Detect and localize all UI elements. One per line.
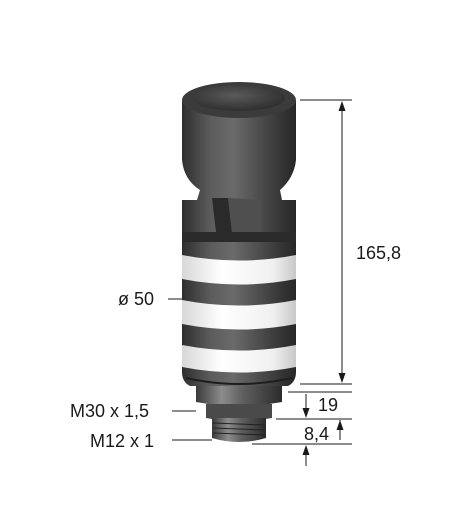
height-thread-label: 19 xyxy=(318,395,338,415)
thread-housing-label: M30 x 1,5 xyxy=(70,401,149,421)
head-slot-highlight xyxy=(228,198,262,232)
ring-2 xyxy=(182,300,296,330)
head-slot xyxy=(212,198,232,232)
top-cap-lens xyxy=(193,85,285,111)
height-connector-label: 8,4 xyxy=(304,424,329,444)
ring-3 xyxy=(182,345,296,373)
thread-housing xyxy=(196,386,282,406)
height-total-label: 165,8 xyxy=(356,243,401,263)
lower-body xyxy=(182,200,296,386)
signal-tower xyxy=(182,82,296,442)
base-groove xyxy=(185,377,293,385)
arrow-up-84 xyxy=(336,420,344,430)
arrow-down-total xyxy=(338,373,346,383)
arrow-up-84-lower xyxy=(302,445,310,455)
connector-threads xyxy=(212,422,266,436)
m12-connector xyxy=(212,418,266,442)
dimension-arrows xyxy=(302,101,346,455)
arrow-down-19 xyxy=(302,408,310,418)
neck-band xyxy=(182,232,296,242)
ring-1 xyxy=(182,255,296,285)
diameter-label: ø 50 xyxy=(118,289,154,309)
connector-nut xyxy=(206,404,272,421)
upper-head xyxy=(182,100,296,210)
arrow-up-total xyxy=(338,101,346,111)
thread-connector-label: M12 x 1 xyxy=(90,431,154,451)
